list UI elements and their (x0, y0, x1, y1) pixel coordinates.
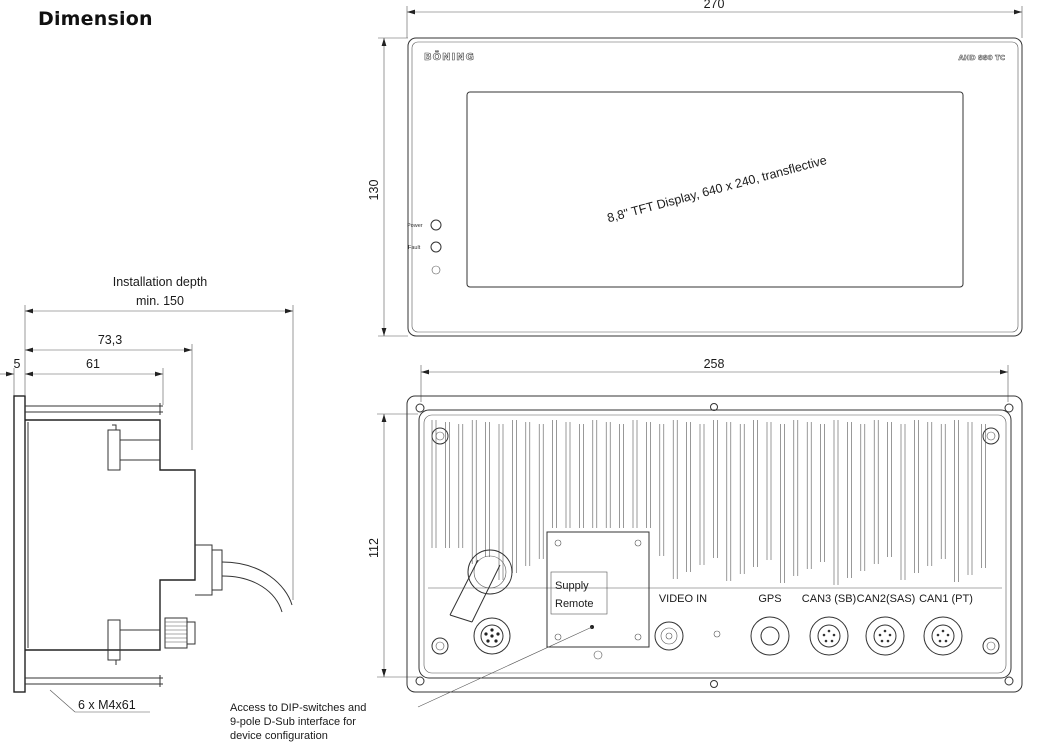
rear-height-dim: 112 (367, 538, 381, 558)
rear-view: 258 112 (367, 357, 1023, 693)
brand-logo: BÖNING (424, 49, 475, 63)
tft-display (466, 91, 964, 288)
rear-flange (406, 395, 1023, 693)
note-line-1: Access to DIP-switches and (230, 702, 366, 714)
install-depth-value: min. 150 (136, 294, 184, 308)
supply-label: Supply (555, 580, 589, 592)
can1-connector-icon (923, 616, 963, 656)
model-label: AHD 880 TC (959, 54, 1005, 62)
dim-73-3: 73,3 (98, 333, 122, 347)
dim-5: 5 (14, 357, 21, 371)
install-depth-label: Installation depth (113, 275, 208, 289)
cable-gland-icon (467, 549, 513, 595)
video-connector-icon (654, 621, 684, 651)
front-housing (407, 37, 1023, 337)
fault-led-icon (430, 241, 442, 253)
can3-connector-icon (809, 616, 849, 656)
gps-connector-icon (750, 616, 790, 656)
front-view: 270 130 BÖNING AHD 880 TC 8,8" TFT Displ… (367, 0, 1023, 337)
power-led-label: Power (407, 223, 423, 229)
side-view: Installation depth min. 150 73,3 5 61 (0, 275, 294, 713)
connector-label-can3: CAN3 (SB) (802, 593, 856, 605)
sensor-icon (431, 265, 441, 275)
front-height-dim: 130 (367, 180, 381, 201)
display-label: 8,8" TFT Display, 640 x 240, transflecti… (606, 153, 829, 225)
fault-led-label: Fault (408, 245, 421, 251)
side-body (25, 419, 196, 651)
connector-label-can1: CAN1 (PT) (919, 593, 973, 605)
screws-label: 6 x M4x61 (78, 698, 136, 712)
connector-label-gps: GPS (758, 593, 781, 605)
rear-width-dim: 258 (704, 357, 725, 371)
power-led-icon (430, 219, 442, 231)
note-line-2: 9-pole D-Sub interface for (230, 716, 356, 728)
service-cover (546, 531, 650, 648)
connector-label-video: VIDEO IN (659, 593, 707, 605)
page-title: Dimension (38, 8, 153, 30)
note-line-3: device configuration (230, 730, 328, 742)
side-bezel (13, 395, 26, 693)
front-width-dim: 270 (704, 0, 725, 11)
supply-connector-icon (473, 617, 511, 655)
access-note: Access to DIP-switches and 9-pole D-Sub … (230, 626, 593, 742)
connector-label-can2: CAN2(SAS) (857, 593, 916, 605)
remote-label: Remote (555, 598, 594, 610)
dim-61: 61 (86, 357, 100, 371)
can2-connector-icon (865, 616, 905, 656)
rear-housing (418, 409, 1012, 679)
